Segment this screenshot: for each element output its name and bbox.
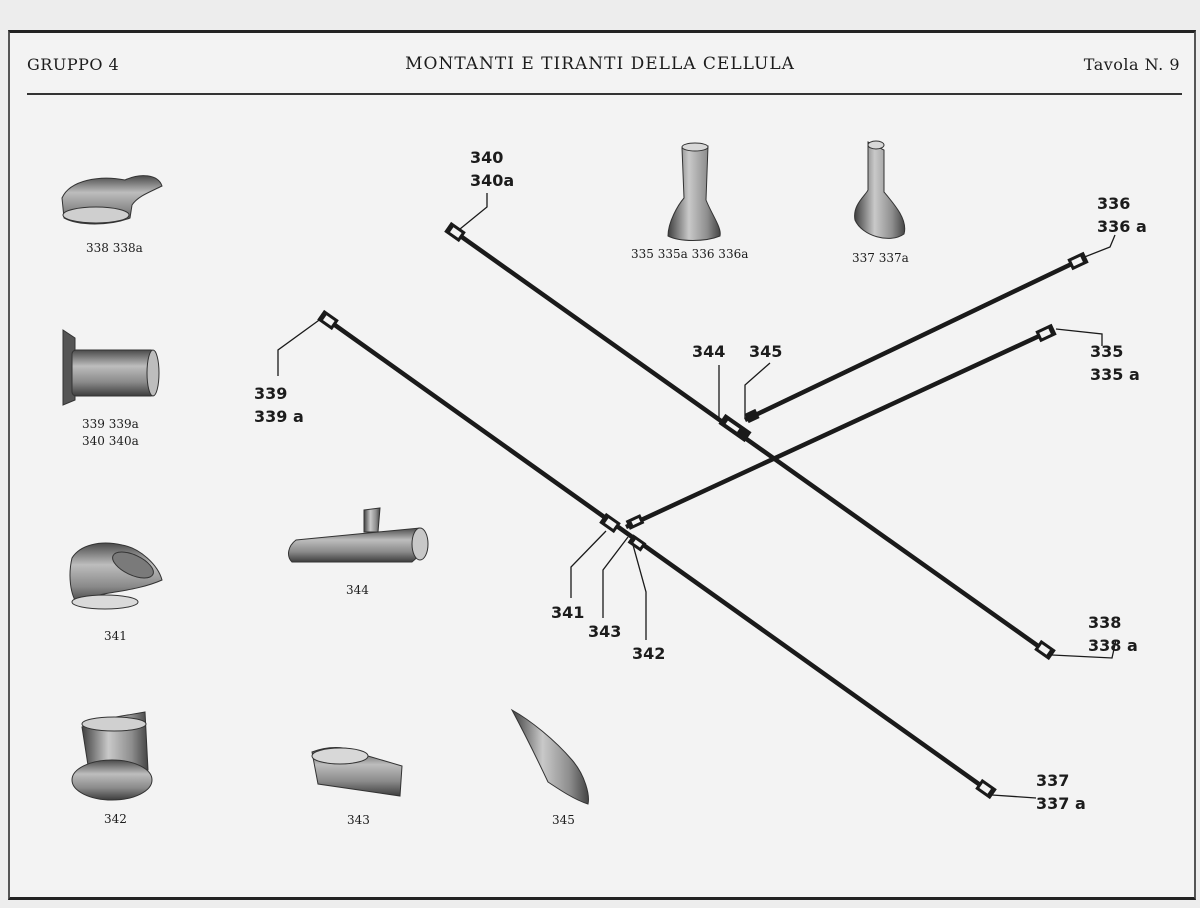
part-337-icon: [854, 140, 906, 239]
callout-345: 345: [749, 342, 783, 361]
rod-339-337: [323, 316, 992, 794]
rod-344-336: [744, 256, 1083, 423]
plate-frame: [8, 30, 1196, 900]
callout-341: 341: [551, 603, 585, 622]
end-fittings: [317, 221, 1089, 800]
part-338-icon: [61, 175, 163, 225]
group-label: GRUPPO 4: [27, 55, 120, 74]
fitting-335: [1035, 323, 1057, 343]
caption-337: 337 337a: [852, 251, 909, 265]
leader-lines: [277, 193, 1117, 799]
caption-344: 344: [346, 583, 369, 597]
caption-335-336: 335 335a 336 336a: [631, 247, 749, 261]
fitting-343: [625, 514, 645, 530]
callout-344: 344: [692, 342, 726, 361]
part-342-icon: [71, 711, 153, 801]
fitting-338: [1034, 639, 1056, 661]
caption-345: 345: [552, 813, 575, 827]
fitting-342: [627, 534, 647, 552]
part-341-icon: [69, 542, 163, 610]
callout-342: 342: [632, 644, 666, 663]
part-335-icon: [667, 142, 721, 241]
fitting-337: [975, 778, 997, 800]
plate-number: Tavola N. 9: [1083, 55, 1180, 74]
header-rule: [27, 93, 1182, 95]
part-345-icon: [510, 708, 589, 805]
rod-341-335: [625, 328, 1051, 530]
fitting-345: [744, 408, 760, 424]
caption-342: 342: [104, 812, 127, 826]
fitting-340: [444, 221, 466, 243]
fitting-344-345: [718, 413, 752, 443]
tie-rods: [323, 228, 1083, 794]
fitting-336: [1067, 251, 1089, 271]
rod-340-338: [450, 228, 1050, 655]
part-339-icon: [62, 329, 160, 406]
caption-338: 338 338a: [86, 241, 143, 255]
page-title: MONTANTI E TIRANTI DELLA CELLULA: [405, 54, 795, 74]
fitting-341: [599, 512, 621, 534]
caption-341: 341: [104, 629, 127, 643]
part-344-icon: [288, 507, 429, 563]
part-343-icon: [311, 747, 403, 797]
fitting-339: [317, 309, 339, 331]
caption-343: 343: [347, 813, 370, 827]
callout-343: 343: [588, 622, 622, 641]
